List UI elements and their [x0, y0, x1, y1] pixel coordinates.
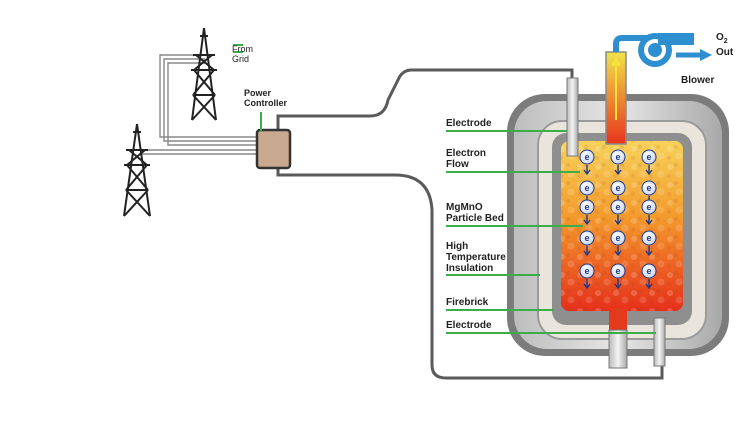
- electron-symbol: e: [615, 233, 620, 243]
- electron-symbol: e: [584, 183, 589, 193]
- electron-symbol: e: [646, 152, 651, 162]
- transmission-tower-icon: [123, 123, 151, 217]
- electron-marker: [610, 263, 626, 279]
- blower-icon: [613, 33, 712, 67]
- electron-symbol: e: [615, 152, 620, 162]
- electron-symbol: e: [584, 266, 589, 276]
- electrode-bottom-label: Electrode: [446, 320, 492, 331]
- electron-marker: [641, 263, 657, 279]
- electron-arrow: [583, 215, 591, 226]
- electron-symbol: e: [584, 202, 589, 212]
- electron-arrow: [645, 215, 653, 226]
- electron-arrow: [614, 165, 622, 176]
- electrode-top-label: Electrode: [446, 118, 492, 129]
- electron-arrow: [614, 246, 622, 257]
- power-controller-box: [255, 128, 292, 170]
- bottom-electrode: [653, 317, 666, 367]
- electron-symbol: e: [584, 233, 589, 243]
- electron-symbol: e: [646, 202, 651, 212]
- electron-marker: [610, 149, 626, 165]
- electron-marker: [579, 263, 595, 279]
- electron-marker: [579, 230, 595, 246]
- electron-symbol: e: [646, 266, 651, 276]
- electron-symbol: e: [615, 183, 620, 193]
- power-wires: [276, 68, 664, 380]
- top-electrode: [566, 77, 579, 157]
- electron-symbol: e: [615, 266, 620, 276]
- grid-wires: [140, 54, 257, 155]
- electron-symbol: e: [584, 152, 589, 162]
- electron-arrow: [583, 279, 591, 290]
- firebrick-label: Firebrick: [446, 297, 489, 308]
- blower-label: Blower: [681, 75, 715, 86]
- electron-marker: [641, 149, 657, 165]
- electron-marker: [579, 149, 595, 165]
- electron-marker: [641, 230, 657, 246]
- electron-symbol: e: [646, 233, 651, 243]
- electron-arrow: [614, 279, 622, 290]
- power-controller-label: Power Controller: [244, 88, 288, 108]
- electron-symbol: e: [615, 202, 620, 212]
- insulation-label: High Temperature Insulation: [446, 241, 506, 274]
- electron-arrow: [583, 165, 591, 176]
- electron-marker: [610, 180, 626, 196]
- electron-arrow: [645, 165, 653, 176]
- electron-marker: [610, 230, 626, 246]
- electron-arrow: [614, 215, 622, 226]
- electron-arrow: [645, 279, 653, 290]
- label-leader-lines: [233, 44, 656, 334]
- from-grid-label: From Grid: [232, 44, 253, 64]
- electron-symbol: e: [646, 183, 651, 193]
- electron-marker: [579, 199, 595, 215]
- transmission-tower-icon: [191, 27, 217, 121]
- electron-flow-label: Electron Flow: [446, 148, 487, 170]
- electron-marker: [579, 180, 595, 196]
- electron-marker: [610, 199, 626, 215]
- electron-arrow: [645, 246, 653, 257]
- electron-arrow: [583, 246, 591, 257]
- particle-bed-label: MgMnO Particle Bed: [446, 202, 504, 224]
- electron-marker: [641, 199, 657, 215]
- electron-marker: [641, 180, 657, 196]
